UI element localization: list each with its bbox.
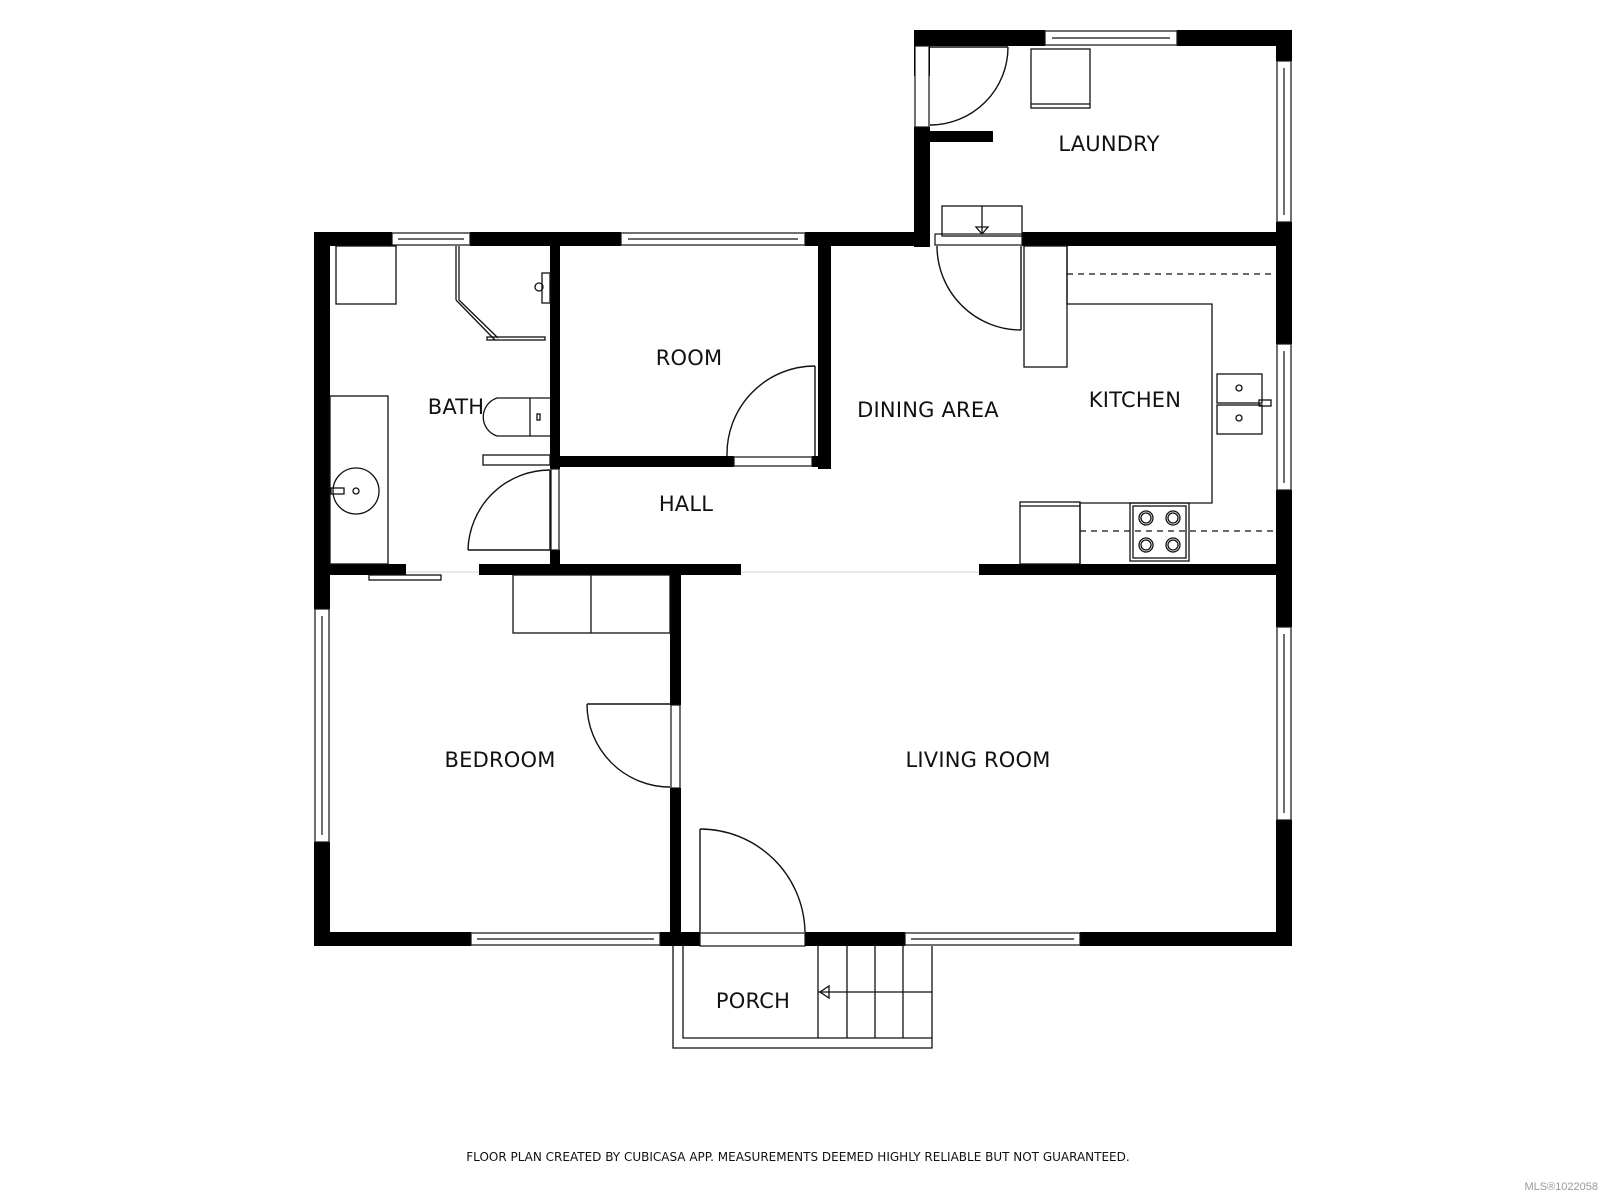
room-label-bath: BATH [427,395,485,419]
windows [314,30,1292,947]
room-label-dining-area: DINING AREA [857,398,999,422]
room-label-bedroom: BEDROOM [444,748,556,772]
room-label-kitchen: KITCHEN [1088,388,1182,412]
room-label-hall: HALL [658,492,714,516]
walls [314,30,1292,946]
mls-watermark: MLS®1022058 [1524,1181,1598,1193]
room-label-living-room: LIVING ROOM [905,748,1051,772]
porch-stairs [672,946,933,1049]
doors [467,46,1022,933]
disclaimer-text: FLOOR PLAN CREATED BY CUBICASA APP. MEAS… [466,1150,1130,1164]
room-label-room: ROOM [655,346,723,370]
room-label-laundry: LAUNDRY [1058,132,1160,156]
fixtures [329,48,1276,634]
room-label-porch: PORCH [715,989,791,1013]
